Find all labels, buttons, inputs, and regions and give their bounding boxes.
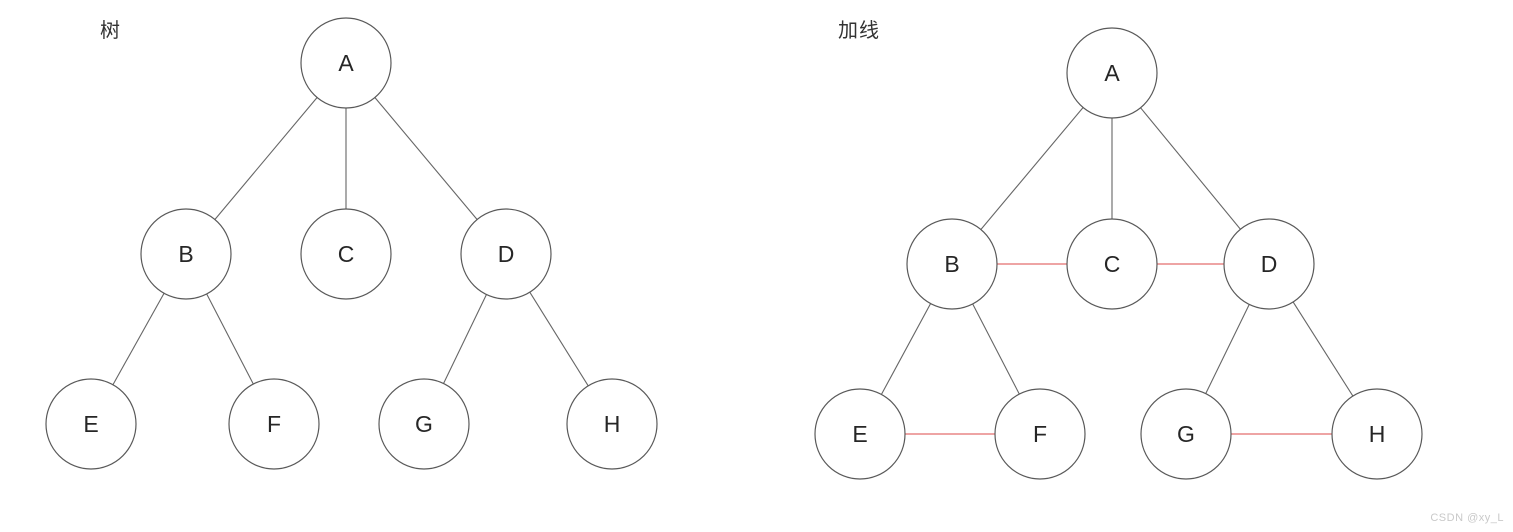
node-G-label: G	[1177, 421, 1195, 447]
node-B-label: B	[944, 251, 959, 277]
node-G	[378, 378, 470, 470]
left-diagram-title: 树	[100, 20, 121, 42]
node-F-label: F	[1033, 421, 1047, 447]
node-F	[228, 378, 320, 470]
node-E	[45, 378, 137, 470]
node-B	[906, 218, 998, 310]
node-B-label: B	[178, 241, 193, 267]
node-G-label: G	[415, 411, 433, 437]
node-H	[1331, 388, 1423, 480]
node-C-label: C	[338, 241, 355, 267]
tree-diagram: A B C D E F G H	[45, 17, 658, 470]
node-C	[300, 208, 392, 300]
node-H-label: H	[604, 411, 621, 437]
node-A	[1066, 27, 1158, 119]
node-A	[300, 17, 392, 109]
node-A-label: A	[338, 50, 354, 76]
node-D-label: D	[498, 241, 515, 267]
node-D	[460, 208, 552, 300]
node-A-label: A	[1104, 60, 1120, 86]
node-G	[1140, 388, 1232, 480]
node-E-label: E	[83, 411, 98, 437]
node-F	[994, 388, 1086, 480]
node-C	[1066, 218, 1158, 310]
node-B	[140, 208, 232, 300]
node-C-label: C	[1104, 251, 1121, 277]
right-diagram-title: 加线	[838, 20, 880, 42]
node-H	[566, 378, 658, 470]
node-E-label: E	[852, 421, 867, 447]
node-D	[1223, 218, 1315, 310]
node-H-label: H	[1369, 421, 1386, 447]
watermark: CSDN @xy_L	[1430, 512, 1504, 524]
node-F-label: F	[267, 411, 281, 437]
node-E	[814, 388, 906, 480]
node-D-label: D	[1261, 251, 1278, 277]
wired-tree-diagram: A B C D E F G H	[814, 27, 1423, 480]
